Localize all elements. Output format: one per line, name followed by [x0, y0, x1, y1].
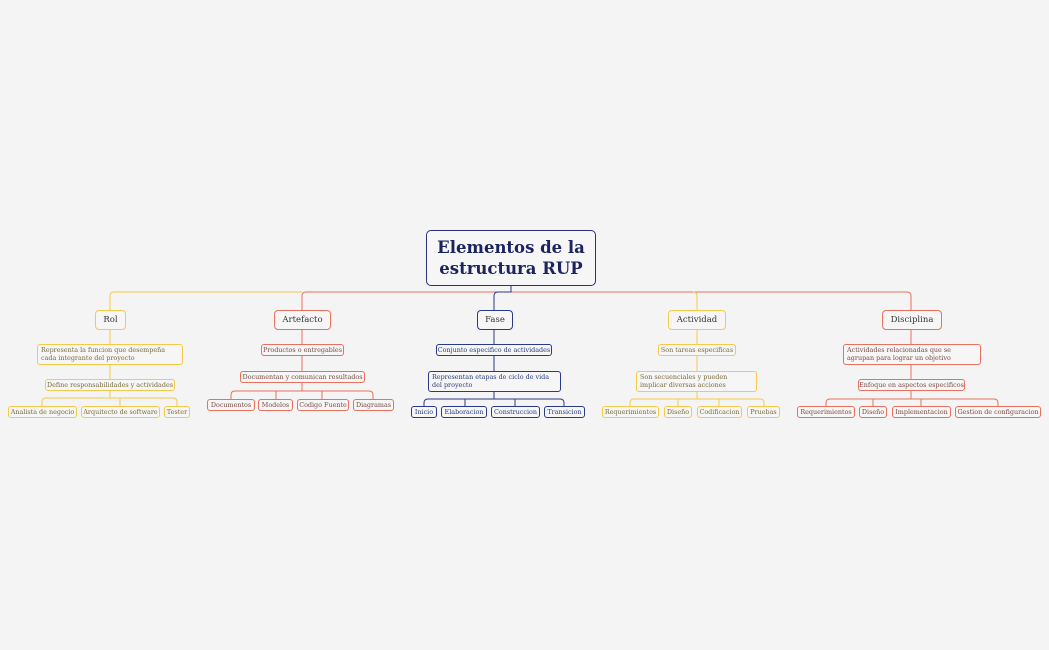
- leaf-label: Requerimientos: [604, 408, 657, 416]
- leaf-label: Codigo Fuente: [299, 401, 347, 409]
- actividad-child-pruebas[interactable]: Pruebas: [747, 406, 780, 418]
- leaf-label: Construccion: [493, 408, 538, 416]
- leaf-label: Analista de negocio: [10, 408, 75, 416]
- leaf-label: Requerimientos: [800, 408, 852, 416]
- topic-fase[interactable]: Fase: [477, 310, 513, 330]
- leaf-label: Documentos: [210, 401, 252, 409]
- disciplina-child-diseno[interactable]: Diseño: [859, 406, 887, 418]
- fase-child-elaboracion[interactable]: Elaboracion: [441, 406, 487, 418]
- central-topic-line1: Elementos de la: [437, 238, 585, 257]
- subtopic-label: Representan etapas de ciclo de vida del …: [432, 373, 550, 389]
- leaf-label: Modelos: [261, 401, 290, 409]
- disciplina-description[interactable]: Actividades relacionadas que se agrupan …: [843, 344, 981, 365]
- rol-child-arquitecto[interactable]: Arquitecto de software: [81, 406, 160, 418]
- subtopic-label: Productos o entregables: [263, 346, 342, 354]
- topic-artefacto[interactable]: Artefacto: [274, 310, 331, 330]
- subtopic-label: Documentan y comunican resultados: [242, 373, 363, 381]
- artefacto-child-diagramas[interactable]: Diagramas: [353, 399, 394, 411]
- artefacto-description[interactable]: Productos o entregables: [261, 344, 344, 356]
- topic-label: Disciplina: [890, 315, 934, 325]
- topic-label: Rol: [103, 315, 118, 325]
- subtopic-label: Son secuenciales y pueden implicar diver…: [640, 373, 728, 389]
- leaf-label: Diseño: [666, 408, 690, 416]
- leaf-label: Implementacion: [895, 408, 948, 416]
- actividad-description[interactable]: Son tareas especificas: [658, 344, 736, 356]
- leaf-label: Gestion de configuracion: [957, 408, 1039, 416]
- topic-actividad[interactable]: Actividad: [668, 310, 726, 330]
- leaf-label: Tester: [166, 408, 188, 416]
- central-topic[interactable]: Elementos de la estructura RUP: [426, 230, 596, 286]
- leaf-label: Pruebas: [750, 408, 777, 416]
- disciplina-child-gestion-configuracion[interactable]: Gestion de configuracion: [955, 406, 1041, 418]
- artefacto-child-codigo-fuente[interactable]: Codigo Fuente: [297, 399, 349, 411]
- subtopic-label: Define responsabilidades y actividades: [47, 381, 174, 389]
- disciplina-child-implementacion[interactable]: Implementacion: [892, 406, 951, 418]
- topic-label: Actividad: [676, 315, 718, 325]
- fase-child-construccion[interactable]: Construccion: [491, 406, 540, 418]
- actividad-child-diseno[interactable]: Diseño: [664, 406, 692, 418]
- rol-child-tester[interactable]: Tester: [164, 406, 190, 418]
- leaf-label: Arquitecto de software: [83, 408, 158, 416]
- subtopic-label: Conjunto especifico de actividades: [437, 346, 551, 354]
- disciplina-child-requerimientos[interactable]: Requerimientos: [797, 406, 855, 418]
- leaf-label: Inicio: [414, 408, 434, 416]
- rol-description[interactable]: Representa la funcion que desempeña cada…: [37, 344, 183, 365]
- leaf-label: Diseño: [861, 408, 885, 416]
- topic-label: Artefacto: [282, 315, 323, 325]
- topic-disciplina[interactable]: Disciplina: [882, 310, 942, 330]
- rol-child-analista[interactable]: Analista de negocio: [8, 406, 77, 418]
- leaf-label: Transicion: [547, 408, 582, 416]
- subtopic-label: Son tareas especificas: [660, 346, 734, 354]
- actividad-detail[interactable]: Son secuenciales y pueden implicar diver…: [636, 371, 757, 392]
- topic-rol[interactable]: Rol: [95, 310, 126, 330]
- actividad-child-codificacion[interactable]: Codificacion: [697, 406, 742, 418]
- central-topic-line2: estructura RUP: [439, 259, 583, 278]
- fase-description[interactable]: Conjunto especifico de actividades: [436, 344, 552, 356]
- artefacto-child-documentos[interactable]: Documentos: [207, 399, 255, 411]
- rol-detail[interactable]: Define responsabilidades y actividades: [45, 379, 175, 391]
- fase-child-inicio[interactable]: Inicio: [411, 406, 437, 418]
- subtopic-label: Enfoque en aspectos especificos: [859, 381, 964, 389]
- leaf-label: Elaboracion: [444, 408, 484, 416]
- actividad-child-requerimientos[interactable]: Requerimientos: [602, 406, 659, 418]
- artefacto-child-modelos[interactable]: Modelos: [258, 399, 293, 411]
- fase-detail[interactable]: Representan etapas de ciclo de vida del …: [428, 371, 561, 392]
- subtopic-label: Actividades relacionadas que se agrupan …: [847, 346, 951, 362]
- fase-child-transicion[interactable]: Transicion: [544, 406, 585, 418]
- topic-label: Fase: [485, 315, 505, 325]
- subtopic-label: Representa la funcion que desempeña cada…: [41, 346, 166, 362]
- leaf-label: Diagramas: [355, 401, 392, 409]
- artefacto-detail[interactable]: Documentan y comunican resultados: [240, 371, 365, 383]
- disciplina-detail[interactable]: Enfoque en aspectos especificos: [858, 379, 965, 391]
- leaf-label: Codificacion: [699, 408, 740, 416]
